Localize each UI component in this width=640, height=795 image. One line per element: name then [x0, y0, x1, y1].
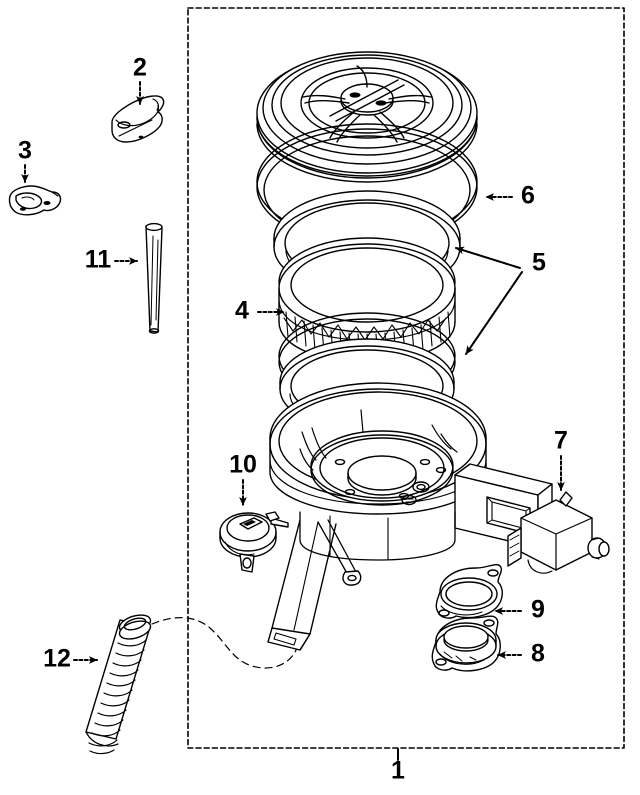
callout-9: 9 — [531, 596, 545, 624]
part-vacuum-diaphragm-motor — [219, 511, 289, 573]
part-air-cleaner-housing — [267, 382, 553, 651]
part-vacuum-tube — [145, 222, 163, 334]
part-gasket-upper — [435, 563, 503, 619]
callout-8: 8 — [531, 640, 545, 668]
callout-7: 7 — [554, 427, 568, 455]
callout-5: 5 — [532, 249, 546, 277]
part-thermal-vacuum-sensor — [507, 491, 610, 574]
duct-routing-guide — [151, 617, 297, 669]
callout-2: 2 — [133, 54, 147, 82]
part-gasket-lower — [431, 615, 501, 672]
callout-11: 11 — [85, 246, 112, 274]
callout-4: 4 — [235, 297, 249, 325]
callout-12: 12 — [43, 645, 71, 673]
callout-leaders — [21, 81, 565, 761]
assembly-boundary-box — [187, 7, 625, 749]
callout-numbers: 1 2 3 4 5 6 7 8 9 10 11 12 — [18, 54, 568, 785]
part-air-filter-element — [278, 237, 456, 406]
callout-6: 6 — [521, 182, 535, 210]
part-flexible-duct — [85, 614, 152, 755]
part-mounting-bracket — [8, 185, 62, 216]
callout-3: 3 — [18, 137, 32, 165]
callout-1: 1 — [391, 757, 405, 785]
part-clamp-bracket — [111, 95, 165, 143]
callout-10: 10 — [229, 451, 257, 479]
